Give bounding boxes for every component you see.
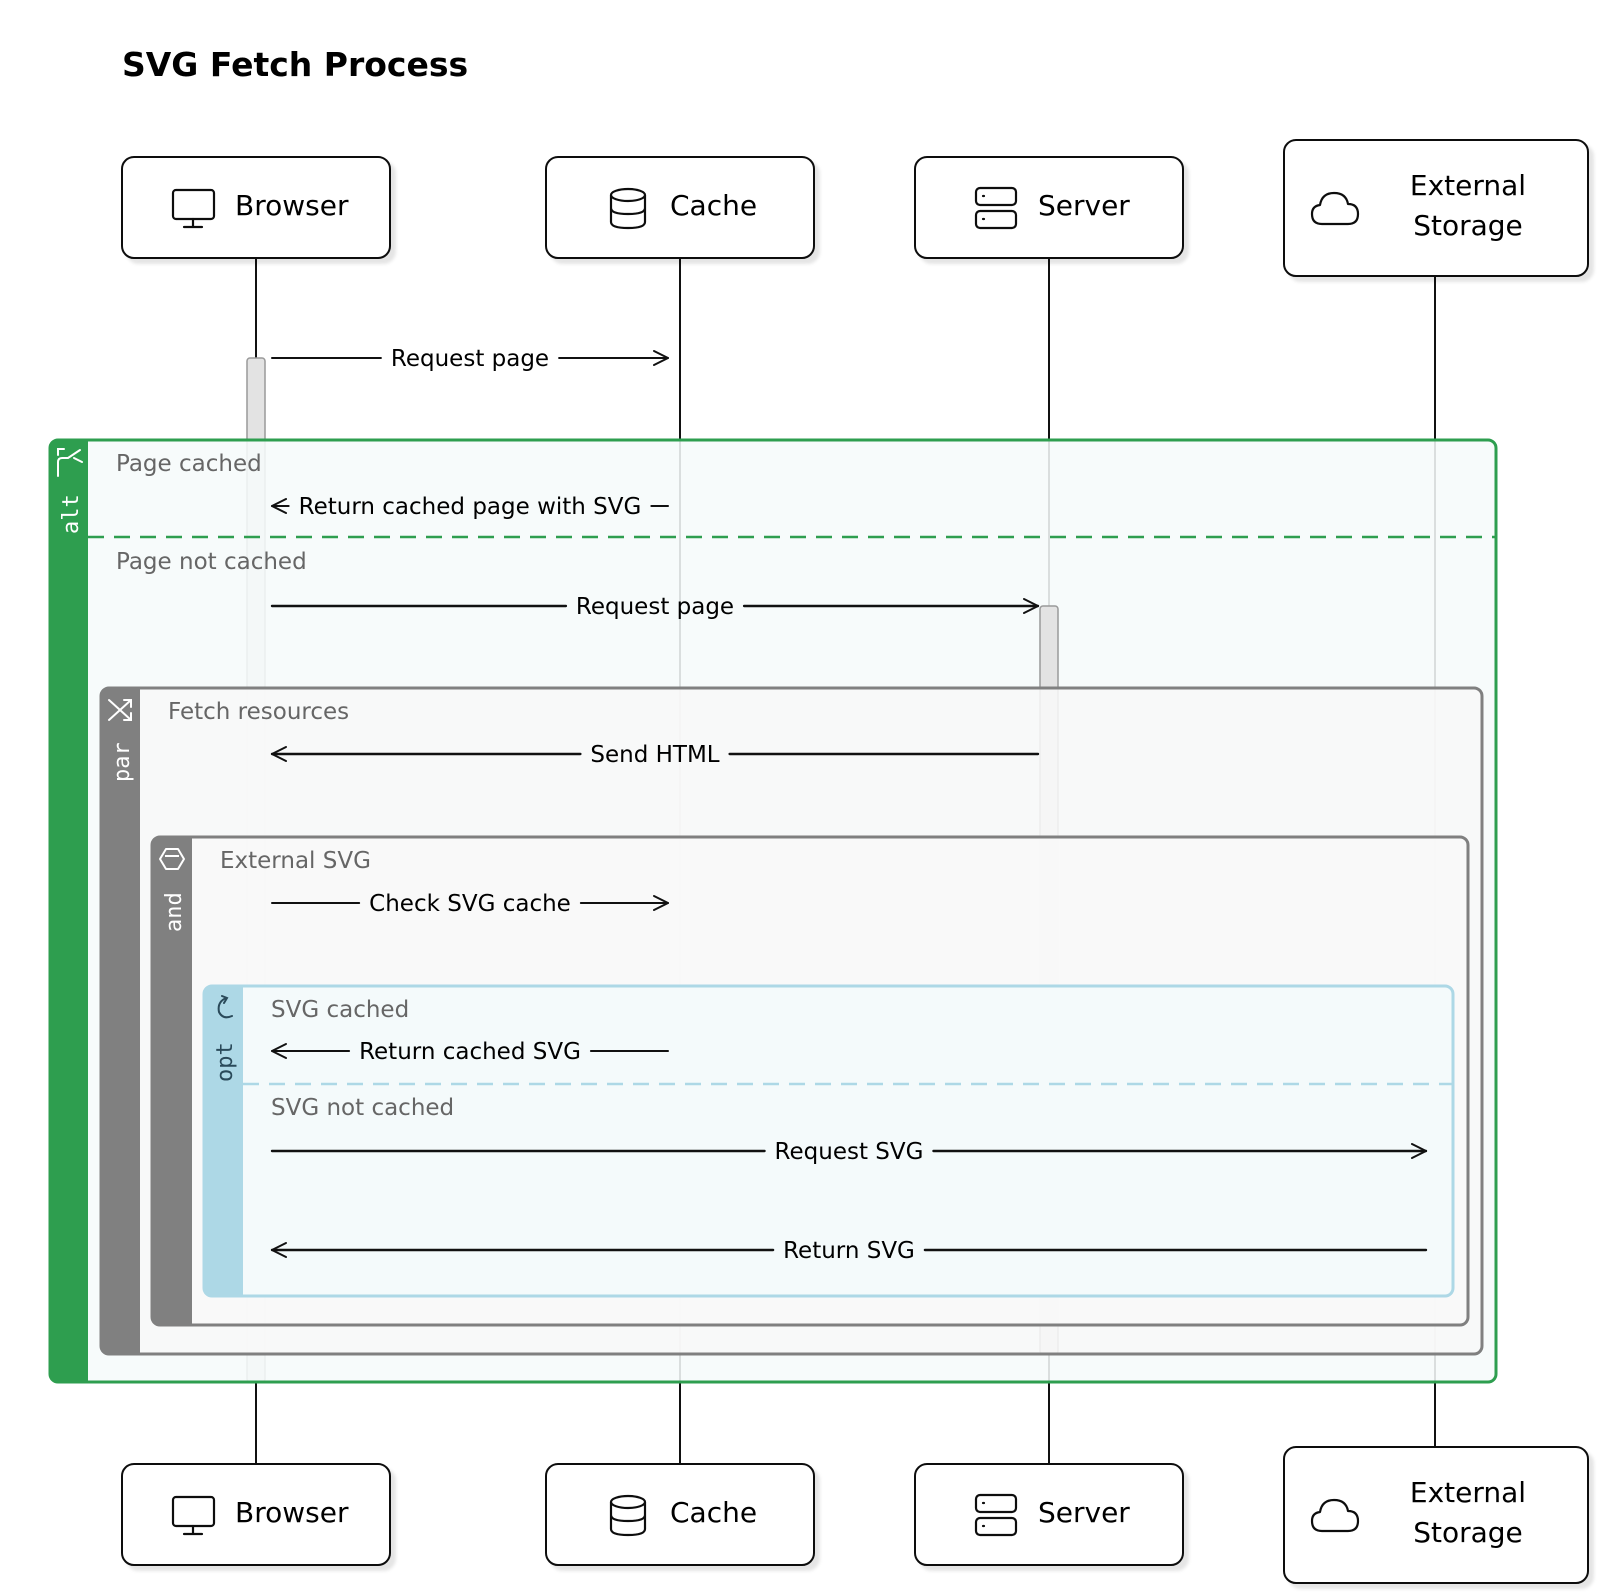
message-label: Check SVG cache [369,891,571,917]
opt-frame-tab [204,986,243,1296]
message-label: Request page [391,346,549,372]
participant-cache-top[interactable]: Cache [545,156,815,259]
and-frame-tab [152,837,192,1325]
cloud-icon [1310,1498,1360,1533]
message-return-cached-svg: Return cached SVG [271,1039,669,1065]
alt-kind-label: alt [59,494,84,534]
participant-server-top[interactable]: Server [914,156,1184,259]
participant-label: Server [1038,189,1130,222]
and-section-label: External SVG [220,848,371,874]
messages: Request page Return cached page with SVG… [270,346,1428,1264]
message-label: Send HTML [590,742,719,768]
participant-label-line-2: Storage [1413,209,1523,242]
par-kind-label: par [110,742,135,782]
alt-section-label-2: Page not cached [116,549,307,575]
participant-label: Server [1038,1496,1130,1529]
opt-section-label-2: SVG not cached [271,1095,454,1121]
loop-icon [217,995,233,1019]
par-frame-tab [101,688,140,1354]
message-return-svg: Return SVG [270,1238,1428,1264]
database-icon [609,187,647,230]
participant-server-bottom[interactable]: Server [914,1463,1184,1566]
server-icon [974,186,1018,230]
participant-label: Browser [235,189,349,222]
participant-label-line-2: Storage [1413,1516,1523,1549]
message-request-page-to-server: Request page [270,594,1040,620]
diagram-title: SVG Fetch Process [122,45,468,84]
message-request-svg: Request SVG [270,1139,1428,1165]
message-label: Return cached SVG [359,1039,581,1065]
participant-label: Cache [670,1496,757,1529]
message-return-cached-page: Return cached page with SVG [271,494,669,520]
participant-storage-top[interactable]: External Storage [1283,139,1589,277]
cloud-icon [1310,191,1360,226]
participant-browser-top[interactable]: Browser [121,156,391,259]
participant-label: Browser [235,1496,349,1529]
and-kind-label: and [162,892,187,932]
message-check-svg-cache: Check SVG cache [271,891,669,917]
participant-browser-bottom[interactable]: Browser [121,1463,391,1566]
message-send-html: Send HTML [270,742,1040,768]
database-icon [609,1494,647,1537]
message-request-page-to-cache: Request page [271,346,669,372]
participant-storage-bottom[interactable]: External Storage [1283,1446,1589,1584]
participant-label: Cache [670,189,757,222]
hexagon-icon [159,848,185,870]
message-label: Return cached page with SVG [299,494,642,520]
shuffle-icon [108,699,132,721]
alt-section-label-1: Page cached [116,451,262,477]
message-label: Request SVG [775,1139,924,1165]
participant-label-line-1: External [1410,169,1526,202]
monitor-icon [171,188,216,229]
opt-kind-label: opt [213,1042,238,1082]
alt-frame-tab [50,440,88,1382]
server-icon [974,1493,1018,1537]
participant-cache-bottom[interactable]: Cache [545,1463,815,1566]
opt-section-label-1: SVG cached [271,997,409,1023]
message-label: Request page [576,594,734,620]
participant-label-line-1: External [1410,1476,1526,1509]
opt-fragment: opt SVG cached SVG not cached [202,984,1455,1298]
par-section-label: Fetch resources [168,699,349,725]
monitor-icon [171,1495,216,1536]
message-label: Return SVG [783,1238,915,1264]
branch-icon [57,448,83,477]
